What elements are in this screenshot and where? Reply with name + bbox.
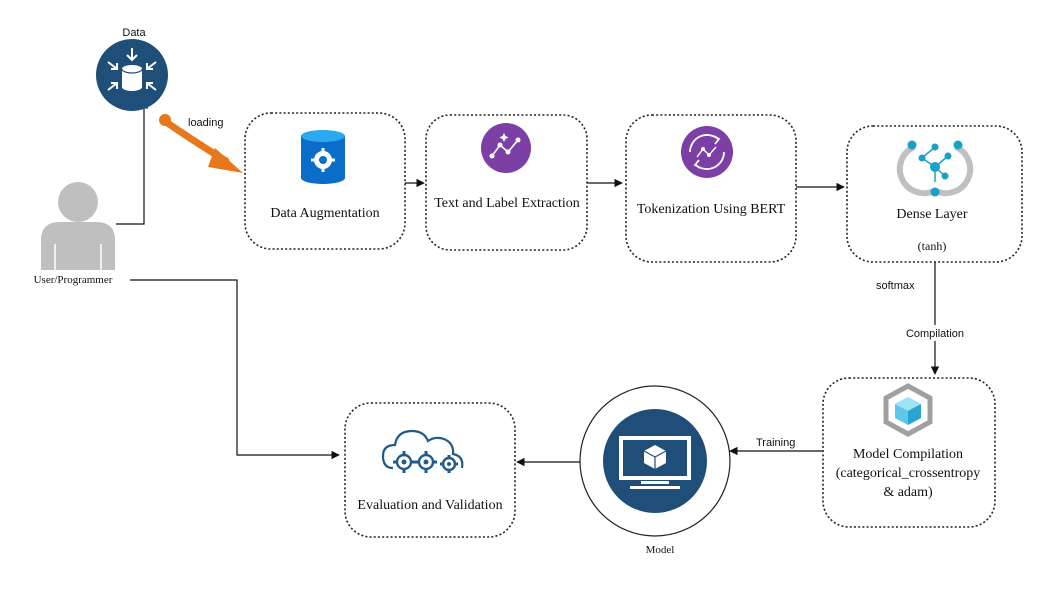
model-compilation-node: Model Compilation (categorical_crossentr… xyxy=(822,377,996,528)
data-augmentation-node: Data Augmentation xyxy=(244,112,406,250)
user-icon xyxy=(41,182,115,270)
loading-label: loading xyxy=(188,117,223,129)
tokenization-node: Tokenization Using BERT xyxy=(625,114,797,263)
data-augmentation-label: Data Augmentation xyxy=(270,206,379,221)
text-label-extraction-label: Text and Label Extraction xyxy=(434,196,580,211)
model-compilation-loss: (categorical_crossentropy xyxy=(836,466,981,481)
monitor-icon xyxy=(603,409,707,513)
network-icon xyxy=(896,140,974,197)
edges xyxy=(116,100,940,467)
compilation-label-bg xyxy=(903,325,967,341)
data-label: Data xyxy=(122,27,146,39)
evaluation-node: Evaluation and Validation xyxy=(344,402,516,538)
loading-arrow xyxy=(159,114,243,173)
user-label: User/Programmer xyxy=(34,274,113,286)
text-label-extraction-node: Text and Label Extraction xyxy=(425,114,588,251)
evaluation-label: Evaluation and Validation xyxy=(357,498,502,513)
model-cube-icon xyxy=(883,383,933,437)
compilation-edge-label: Compilation xyxy=(906,328,964,340)
edge-user-to-evaluation xyxy=(130,279,340,460)
cloud-gears-icon xyxy=(381,429,464,473)
database-icon xyxy=(96,39,168,111)
tokenization-label: Tokenization Using BERT xyxy=(637,202,786,217)
user-node: User/Programmer xyxy=(34,182,115,286)
dense-layer-activation: (tanh) xyxy=(918,239,947,253)
tokenization-icon xyxy=(681,126,733,178)
data-node: Data xyxy=(96,27,168,111)
model-label: Model xyxy=(646,544,675,556)
model-compilation-optimizer: & adam) xyxy=(883,485,933,500)
softmax-label: softmax xyxy=(876,280,915,292)
dense-layer-label: Dense Layer xyxy=(896,207,967,222)
dense-layer-node: Dense Layer (tanh) xyxy=(846,125,1023,263)
edge-user-to-data xyxy=(116,100,149,225)
data-augmentation-icon xyxy=(301,130,345,184)
extraction-icon xyxy=(481,123,531,173)
model-compilation-title: Model Compilation xyxy=(853,447,963,462)
training-edge-label: Training xyxy=(756,437,795,449)
model-node: Model xyxy=(579,385,731,556)
